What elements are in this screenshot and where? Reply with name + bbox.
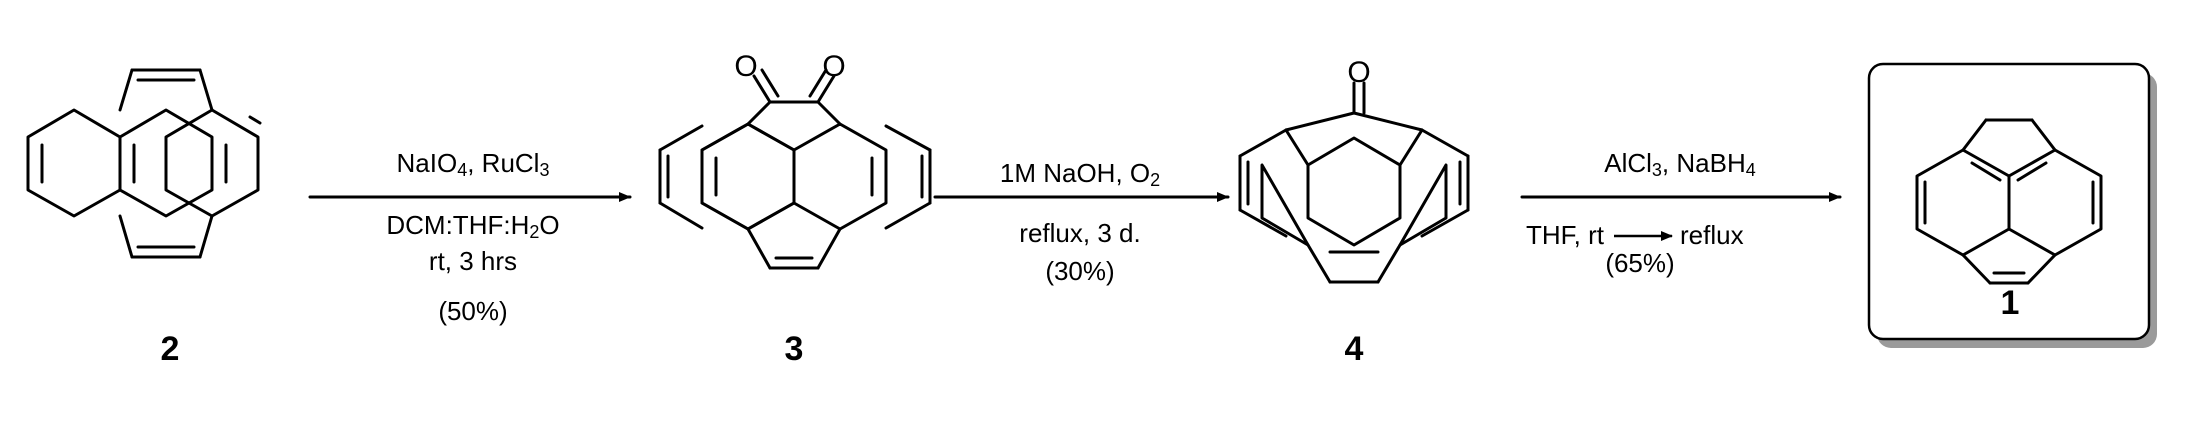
oxygen-atom-label: O (822, 50, 845, 83)
structure-ketone (1238, 81, 1470, 284)
step1-conditions: rt, 3 hrs (428, 246, 518, 276)
compound-label: 2 (160, 330, 180, 368)
step1-solvent: DCM:THF:H2O (386, 210, 560, 242)
step1-reagents: NaIO4, RuCl3 (396, 148, 550, 180)
structure-pyrene (26, 68, 262, 259)
compound-label: 4 (1344, 330, 1364, 368)
step3-yield: (65%) (1605, 248, 1675, 278)
oxygen-atom-label: O (734, 50, 757, 83)
step2-reagents: 1M NaOH, O2 (999, 158, 1161, 190)
step3-start: THF, rt (1526, 220, 1604, 250)
compound-label: 1 (2000, 284, 2020, 322)
structure-product (1915, 118, 2103, 285)
structure-pyrene-dione (658, 68, 932, 270)
step1-yield: (50%) (438, 296, 508, 326)
compound-label: 3 (784, 330, 804, 368)
oxygen-atom-label: O (1347, 56, 1370, 89)
step3-end: reflux (1680, 220, 1744, 250)
step2-conditions: reflux, 3 d. (1019, 218, 1141, 248)
step3-reagents: AlCl3, NaBH4 (1604, 148, 1756, 180)
step2-yield: (30%) (1045, 256, 1115, 286)
